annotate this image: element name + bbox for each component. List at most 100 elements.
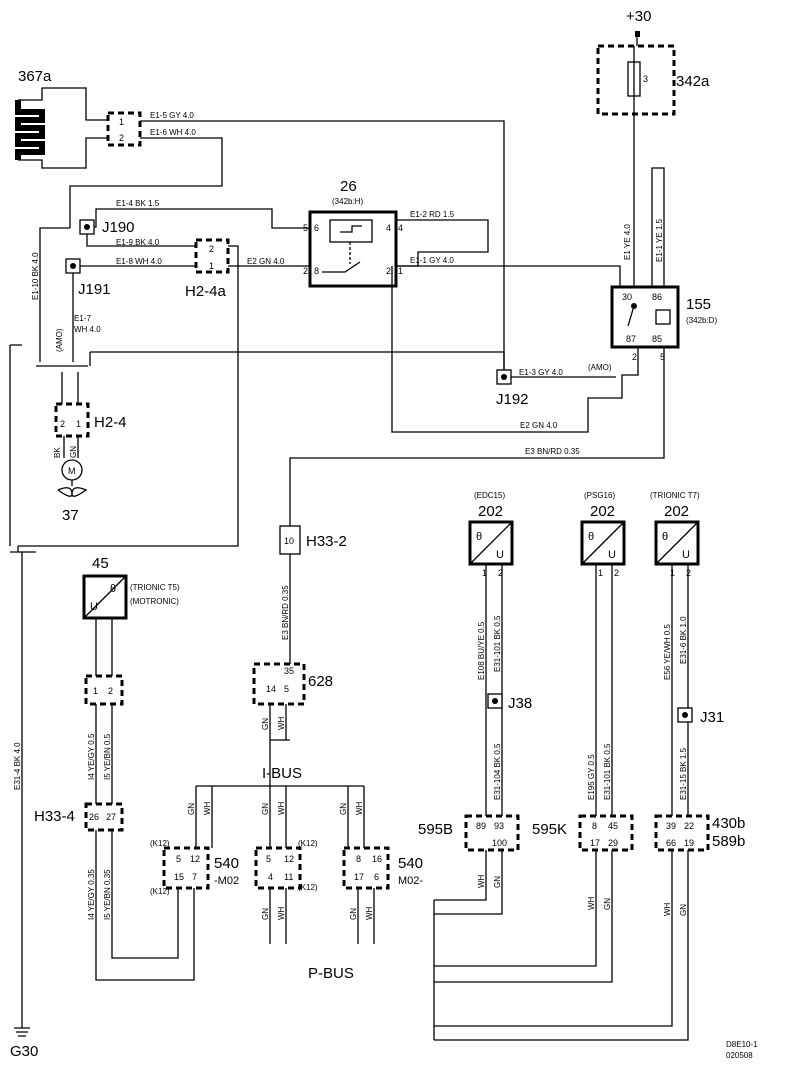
label-e16: E1-6 WH 4.0 [150, 128, 196, 137]
label-e17: E1-7 [74, 314, 91, 323]
pin-5: 5 [266, 854, 271, 864]
pin-14: 14 [266, 684, 276, 694]
ecu-595k [578, 814, 634, 852]
label-amo-1: (AMO) [588, 363, 612, 372]
label-j31: J31 [700, 709, 724, 726]
label-wh: WH [277, 801, 286, 815]
connector-h2-4a [194, 238, 230, 274]
connector-h33-4 [84, 802, 124, 832]
label-wh: WH [365, 906, 374, 920]
wires-202b [595, 564, 613, 816]
relay-155-switch-icon [627, 305, 635, 327]
pin-30: 30 [622, 292, 632, 302]
label-e19: E1-9 BK 4.0 [116, 238, 160, 247]
ecu-430b [654, 814, 710, 852]
label-wh: WH [477, 874, 486, 888]
label-e15: E1-5 GY 4.0 [150, 111, 194, 120]
connector-367a [106, 111, 142, 147]
label-wh: WH [355, 801, 364, 815]
label-202a: 202 [478, 503, 503, 520]
ecu-595b [464, 814, 520, 852]
label-bk: BK [53, 447, 62, 458]
label-202b: 202 [590, 503, 615, 520]
label-k12: (K12) [298, 839, 318, 848]
sensor-theta: θ [110, 583, 116, 595]
label-595k: 595K [532, 821, 567, 838]
label-e2b: E2 GN 4.0 [520, 421, 558, 430]
p-bus-drops [269, 888, 375, 944]
label-45-sub2: (MOTRONIC) [130, 597, 179, 606]
pin-5: 5 [303, 223, 308, 233]
label-45-sub1: (TRIONIC T5) [130, 583, 180, 592]
label-540-a: 540 [214, 855, 239, 872]
ground-icon [14, 1027, 30, 1037]
pin-2: 2 [209, 244, 214, 254]
label-gn: GN [69, 446, 78, 458]
label-e110: E1-10 BK 4.0 [31, 252, 40, 300]
i-bus-line [196, 740, 364, 787]
label-h2-4a: H2-4a [185, 283, 227, 300]
label-e195: E195 GY 0.5 [587, 754, 596, 800]
fuse-pin: 3 [643, 74, 648, 84]
label-e3v: E3 BN/RD 0.35 [281, 585, 290, 640]
wire-e2b [391, 266, 639, 433]
label-wh: WH [203, 801, 212, 815]
pin-5: 5 [284, 684, 289, 694]
label-e31101a: E31-101 BK 0.5 [493, 615, 502, 672]
label-155: 155 [686, 296, 711, 313]
pin-11: 11 [284, 872, 293, 882]
i-bus-drops [195, 786, 365, 848]
pin-85: 85 [652, 334, 662, 344]
wire-heater-bot [18, 137, 108, 169]
wires-430b-out [434, 850, 689, 1041]
wire-e110 [39, 227, 70, 362]
wires-h2-4-in [61, 372, 79, 404]
wires-595b-out [434, 850, 503, 915]
label-p-bus: P-BUS [308, 965, 354, 982]
pin-2: 2 [60, 419, 65, 429]
wires-595k-out [434, 850, 613, 983]
module-540-c [342, 846, 390, 890]
pin-8: 8 [314, 266, 319, 276]
wires-202c [671, 564, 689, 816]
label-wh: WH [663, 902, 672, 916]
label-i4: I4 YE/GY 0.5 [87, 733, 96, 780]
pin-1: 1 [598, 568, 603, 578]
label-h2-4: H2-4 [94, 414, 127, 431]
label-h33-4: H33-4 [34, 808, 75, 825]
label-155-sub: (342b:D) [686, 316, 717, 325]
fuse-box-342a [596, 44, 676, 116]
wires-45-out [95, 618, 113, 676]
label-e12: E1-2 RD 1.5 [410, 210, 455, 219]
label-e13: E1-3 GY 4.0 [519, 368, 563, 377]
label-202c-sub: (TRIONIC T7) [650, 491, 700, 500]
label-k12: (K12) [150, 839, 170, 848]
label-j192: J192 [496, 391, 529, 408]
pin-4: 4 [268, 872, 273, 882]
label-e3115: E31-15 BK 1.5 [679, 747, 688, 800]
pin-2: 2 [119, 133, 124, 143]
pin-27: 27 [106, 812, 116, 822]
supply-label: +30 [626, 8, 651, 25]
label-gn: GN [349, 908, 358, 920]
label-e108: E108 BU/YE 0.5 [477, 621, 486, 680]
pin-1: 1 [119, 117, 124, 127]
label-wh: WH [587, 896, 596, 910]
label-j190: J190 [102, 219, 135, 236]
pin-1: 1 [76, 419, 81, 429]
label-202a-sub: (EDC15) [474, 491, 505, 500]
wires-motor [63, 436, 79, 458]
pin-86: 86 [652, 292, 662, 302]
pin-87: 87 [626, 334, 636, 344]
label-e31101b: E31-101 BK 0.5 [603, 743, 612, 800]
label-h33-2: H33-2 [306, 533, 347, 550]
label-202c: 202 [664, 503, 689, 520]
sensor-theta: θ [476, 531, 482, 543]
sensor-45-diagonal [83, 575, 127, 619]
pin-93: 93 [494, 821, 504, 831]
pin-5: 5 [660, 352, 665, 362]
label-e56: E56 YE/WH 0.5 [663, 624, 672, 680]
wire-e3 [289, 347, 665, 526]
label-e31104: E31-104 BK 0.5 [493, 743, 502, 800]
pin-2: 2 [498, 568, 503, 578]
